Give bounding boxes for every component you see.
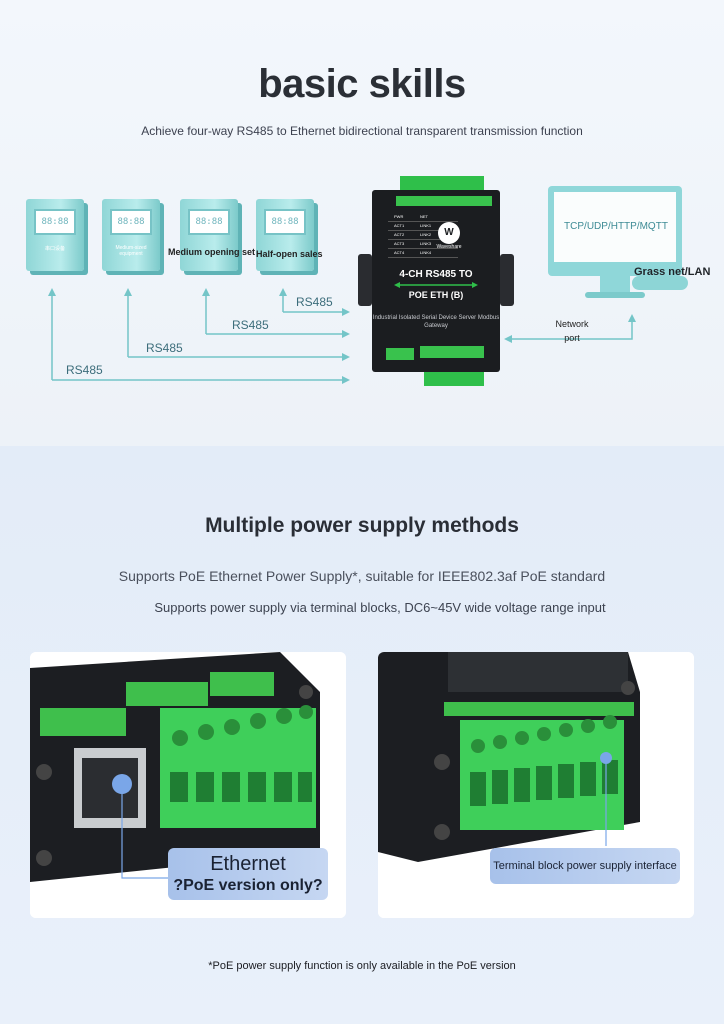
led-link3: LINK3 — [414, 240, 458, 249]
waveshare-logo-icon: W — [438, 222, 460, 244]
ethernet-callout: Ethernet ?PoE version only? — [168, 848, 328, 900]
top-label-strip — [396, 196, 492, 206]
serial-device-cabinet-1: 88:88 串口设备 — [26, 199, 84, 271]
led-table: PWR ACT1 ACT2 ACT3 ACT4 — [388, 213, 432, 258]
connection-lines — [48, 288, 636, 384]
terminal-callout: Terminal block power supply interface — [490, 848, 680, 884]
link-table: NET LINK1 LINK2 LINK3 LINK4 — [414, 213, 458, 258]
serial-device-cabinet-2: 88:88 Medium-sized equipment — [102, 199, 160, 271]
cabinet-screen: 88:88 — [188, 209, 230, 235]
section-title: Multiple power supply methods — [205, 514, 519, 537]
double-arrow-icon — [394, 282, 478, 288]
ethernet-callout-title: Ethernet — [210, 853, 286, 875]
ethernet-callout-note: ?PoE version only? — [173, 877, 323, 894]
footnote: *PoE power supply function is only avail… — [208, 960, 516, 972]
terminal-description: Supports power supply via terminal block… — [154, 600, 606, 615]
lan-label: Grass net/LAN — [634, 266, 711, 278]
cabinet-label-3: Medium opening set — [168, 247, 256, 257]
serial-device-cabinet-4: 88:88 — [256, 199, 314, 271]
cabinet-screen: 88:88 — [264, 209, 306, 235]
led-link2: LINK2 — [414, 231, 458, 240]
keyboard — [632, 276, 688, 290]
device-subtitle: POE ETH (B) — [408, 290, 464, 300]
led-link4: LINK4 — [414, 249, 458, 258]
rs485-label-3: RS485 — [232, 318, 269, 332]
cabinet-screen: 88:88 — [110, 209, 152, 235]
rs485-label-2: RS485 — [146, 341, 183, 355]
rs485-label-4: RS485 — [296, 295, 333, 309]
bottom-terminal-block — [424, 372, 484, 386]
brand-name: Waveshare — [436, 244, 462, 250]
cabinet-screen: 88:88 — [34, 209, 76, 235]
page-subtitle: Achieve four-way RS485 to Ethernet bidir… — [141, 124, 583, 138]
poe-description: Supports PoE Ethernet Power Supply*, sui… — [118, 568, 606, 584]
monitor-stand — [600, 276, 630, 294]
serial-device-cabinet-3: 88:88 — [180, 199, 238, 271]
rs485-eth-device — [372, 190, 500, 372]
mounting-ear-right — [500, 254, 514, 306]
poe-port-label — [386, 348, 414, 360]
cabinet-caption: Medium-sized equipment — [115, 245, 147, 257]
top-terminal-block — [400, 176, 484, 190]
network-port-label: Network port — [555, 319, 589, 343]
led-pwr: PWR — [388, 213, 432, 222]
mounting-ear-left — [358, 254, 372, 306]
device-title: 4-CH RS485 TO — [399, 269, 473, 280]
led-net: NET — [414, 213, 458, 222]
led-act3: ACT3 — [388, 240, 432, 249]
rs485-label-1: RS485 — [66, 363, 103, 377]
led-act2: ACT2 — [388, 231, 432, 240]
device-description: Industrial Isolated Serial Device Server… — [372, 315, 500, 329]
led-act1: ACT1 — [388, 222, 432, 231]
bottom-label-strip — [420, 346, 484, 358]
monitor-base — [585, 292, 645, 298]
cabinet-caption: 串口设备 — [44, 246, 65, 252]
page-title: basic skills — [258, 62, 466, 106]
cabinet-label-4: Half-open sales — [256, 249, 323, 259]
ethernet-port-photo — [30, 652, 346, 918]
led-act4: ACT4 — [388, 249, 432, 258]
protocols-label: TCP/UDP/HTTP/MQTT — [564, 221, 668, 232]
monitor — [548, 186, 682, 276]
led-link1: LINK1 — [414, 222, 458, 231]
